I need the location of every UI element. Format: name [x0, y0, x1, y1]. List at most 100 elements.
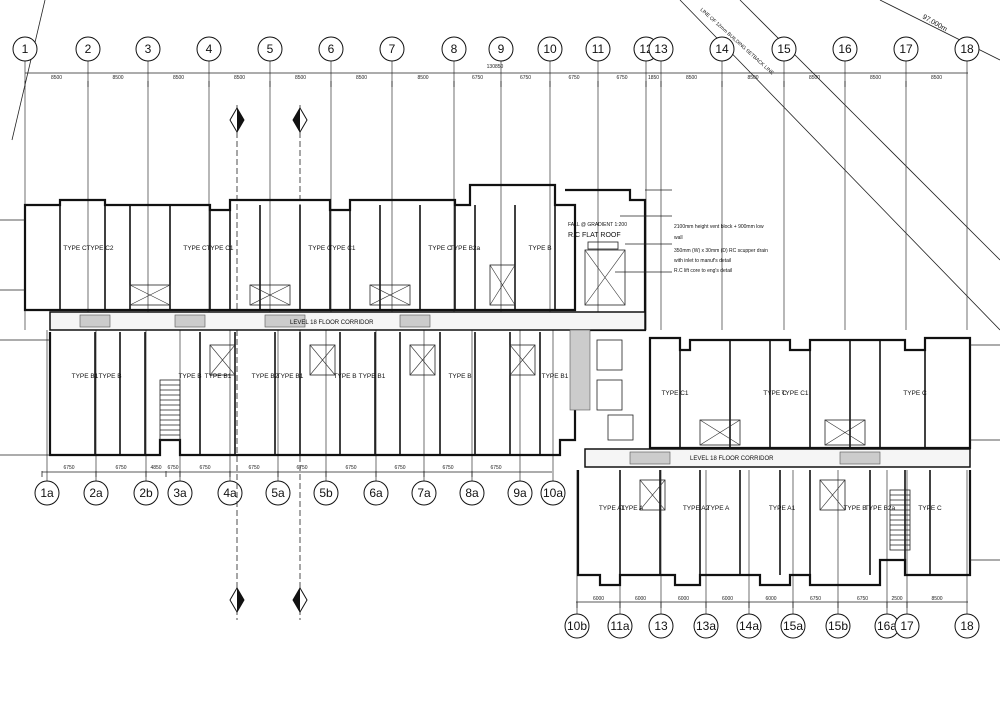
grid-label: 4a [223, 486, 237, 500]
dimension-value: 8500 [686, 75, 697, 81]
section-markers [229, 105, 308, 620]
dimension-value: 6750 [616, 75, 627, 81]
dimension-value: 8500 [870, 75, 881, 81]
unit-type-label: TYPE B1 [72, 373, 99, 380]
dimension-value: 1850 [648, 75, 659, 81]
unit-type-label: TYPE B2a [865, 505, 896, 512]
grid-label: 15a [783, 619, 803, 633]
dimension-value: 6000 [593, 596, 604, 602]
overall-dimension: 130850 [487, 64, 504, 70]
unit-type-label: TYPE C [918, 505, 942, 512]
setback-label: LINE OF 12mm BUILDING SETBACK LINE [699, 7, 776, 77]
roof-note: with inlet to manuf's detail [674, 258, 731, 264]
grid-label: 4 [206, 42, 213, 56]
grid-label: 7 [389, 42, 396, 56]
dimension-value: 8500 [931, 596, 942, 602]
unit-type-label: TYPE A [621, 505, 644, 512]
grid-bubble [459, 480, 485, 506]
roof-fall: FALL @ GRADIENT 1:200 [568, 222, 627, 228]
grid-bubble [585, 36, 611, 62]
roof-note: 350mm (W) x 30mm (D) RC scupper drain [674, 248, 768, 254]
dimension-value: 2500 [891, 596, 902, 602]
grid-label: 10 [543, 42, 557, 56]
grid-bubble [607, 613, 633, 639]
dimension-value: 4850 [150, 465, 161, 471]
grid-label: 8 [451, 42, 458, 56]
unit-type-label: TYPE C [63, 245, 87, 252]
left-corridor-label: LEVEL 18 FLOOR CORRIDOR [290, 320, 374, 326]
grid-bubble [34, 480, 60, 506]
dimension-value: 8500 [295, 75, 306, 81]
unit-type-label: TYPE B2a [450, 245, 481, 252]
grid-label: 14 [715, 42, 729, 56]
grid-bubble [832, 36, 858, 62]
grid-label: 18 [960, 42, 974, 56]
unit-type-label: TYPE A [707, 505, 730, 512]
unit-type-label: TYPE A1 [599, 505, 626, 512]
top-dimension-line: 130850 [25, 64, 968, 74]
unit-type-label: TYPE C [428, 245, 452, 252]
unit-type-label: TYPE C1 [661, 390, 688, 397]
unit-type-label: TYPE B [528, 245, 551, 252]
left-stair [159, 379, 181, 441]
grid-label: 16a [877, 619, 897, 633]
roof-note: 2100mm height vent block + 900mm low [674, 224, 764, 230]
right-corridor-label: LEVEL 18 FLOOR CORRIDOR [690, 456, 774, 462]
unit-type-label: TYPE C [763, 390, 787, 397]
dimension-value: 6750 [248, 465, 259, 471]
grid-bubble [693, 613, 719, 639]
dimension-value: 6000 [765, 596, 776, 602]
unit-type-label: TYPE C2 [86, 245, 113, 252]
dimension-value: 8500 [112, 75, 123, 81]
grid-label: 1 [22, 42, 29, 56]
grid-label: 5 [267, 42, 274, 56]
grid-bubble [564, 613, 590, 639]
grid-label: 15b [828, 619, 848, 633]
margin-lines [0, 189, 1000, 561]
unit-type-label: TYPE B [448, 373, 471, 380]
dimension-value: 6000 [722, 596, 733, 602]
right-wing: LEVEL 18 FLOOR CORRIDOR TYPE C1 TYPE C TYP… [576, 336, 972, 587]
dimension-value: 6750 [63, 465, 74, 471]
corner-dim: 97.000m [921, 14, 948, 34]
dimension-value: 8500 [173, 75, 184, 81]
grid-bubble [825, 613, 851, 639]
grid-label: 18 [960, 619, 974, 633]
grid-label: 16 [838, 42, 852, 56]
grid-bubble [709, 36, 735, 62]
unit-type-label: TYPE B [178, 373, 201, 380]
dimension-value: 6750 [568, 75, 579, 81]
unit-type-label: TYPE C [308, 245, 332, 252]
grid-label: 2 [85, 42, 92, 56]
grid-label: 3a [173, 486, 187, 500]
unit-type-label: TYPE B1 [277, 373, 304, 380]
grid-bubble [780, 613, 806, 639]
dimension-value: 6750 [394, 465, 405, 471]
grid-bubble [771, 36, 797, 62]
right-stair [889, 489, 911, 551]
dimension-value: 8500 [51, 75, 62, 81]
grid-label: 13 [654, 42, 668, 56]
service-core: FALL @ GRADIENT 1:200 R.C FLAT ROOF 2100… [568, 215, 768, 441]
grid-label: 5a [271, 486, 285, 500]
dimension-value: 6750 [472, 75, 483, 81]
grid-bubble [894, 613, 920, 639]
unit-type-label: TYPE B [843, 505, 866, 512]
grid-label: 10b [567, 619, 587, 633]
unit-type-label: TYPE B [98, 373, 121, 380]
grid-label: 9a [513, 486, 527, 500]
grid-bubble [648, 36, 674, 62]
grid-bubble [257, 36, 283, 62]
dimension-value: 6750 [490, 465, 501, 471]
unit-type-label: TYPE B1 [205, 373, 232, 380]
grid-label: 6a [369, 486, 383, 500]
grid-label: 17 [899, 42, 913, 56]
grid-label: 8a [465, 486, 479, 500]
grid-bubble [507, 480, 533, 506]
grid-label: 13 [654, 619, 668, 633]
